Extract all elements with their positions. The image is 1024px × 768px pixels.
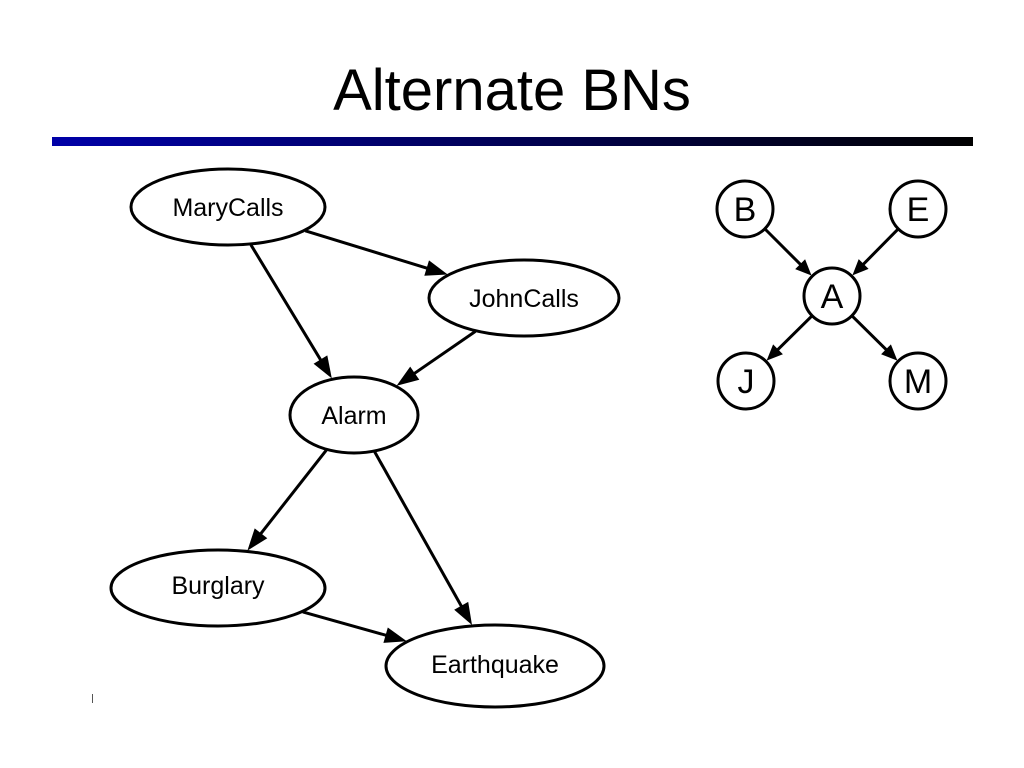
small-arrowhead-e-to-a (852, 259, 869, 276)
large-edge-johncalls-to-alarm (412, 330, 477, 376)
node-e-label: E (907, 191, 930, 229)
node-johncalls-label: JohnCalls (469, 285, 579, 313)
node-a-label: A (821, 278, 844, 316)
node-earthquake: Earthquake (384, 623, 606, 709)
node-a: A (802, 266, 862, 326)
node-j-label: J (738, 363, 755, 401)
node-earthquake-label: Earthquake (431, 651, 559, 679)
title-rule (52, 137, 973, 146)
small-network-nodes: B E A J M (715, 179, 948, 411)
small-edge-a-to-m (851, 315, 889, 352)
small-edge-e-to-a (861, 228, 899, 267)
node-marycalls: MaryCalls (129, 167, 327, 247)
large-edge-burglary-to-earthquake (302, 610, 388, 638)
large-edge-marycalls-to-alarm (249, 244, 323, 363)
large-network-nodes: MaryCalls JohnCalls Alarm Burglary Earth… (109, 167, 621, 709)
node-b-label: B (734, 191, 757, 229)
node-marycalls-label: MaryCalls (172, 194, 283, 222)
node-alarm-label: Alarm (321, 402, 386, 430)
node-burglary-label: Burglary (171, 572, 265, 600)
small-arrowhead-a-to-j (766, 344, 783, 361)
small-arrowhead-a-to-m (881, 344, 898, 361)
large-arrowhead-marycalls-to-johncalls (424, 260, 448, 276)
node-m-label: M (904, 363, 932, 401)
large-network-edges (247, 229, 477, 643)
large-edge-alarm-to-burglary (258, 449, 328, 536)
node-johncalls: JohnCalls (427, 258, 621, 338)
large-arrowhead-marycalls-to-alarm (313, 355, 332, 379)
large-bayes-network: MaryCalls JohnCalls Alarm Burglary Earth… (109, 167, 621, 709)
large-arrowhead-alarm-to-burglary (247, 528, 268, 551)
large-edge-marycalls-to-johncalls (304, 229, 430, 271)
small-bayes-network: B E A J M (715, 179, 948, 411)
large-arrowhead-burglary-to-earthquake (383, 627, 407, 643)
slide-mark (92, 694, 93, 703)
large-arrowhead-alarm-to-earthquake (454, 601, 472, 625)
small-edge-b-to-a (764, 228, 803, 267)
node-burglary: Burglary (109, 548, 327, 628)
node-e: E (888, 179, 948, 239)
large-arrowhead-johncalls-to-alarm (396, 366, 420, 386)
small-edge-a-to-j (775, 315, 813, 352)
node-b: B (715, 179, 775, 239)
small-arrowhead-b-to-a (795, 259, 812, 276)
slide-title: Alternate BNs (333, 58, 691, 123)
node-m: M (888, 351, 948, 411)
large-edge-alarm-to-earthquake (373, 451, 464, 609)
node-j: J (716, 351, 776, 411)
small-network-edges (764, 228, 899, 361)
node-alarm: Alarm (288, 375, 420, 455)
